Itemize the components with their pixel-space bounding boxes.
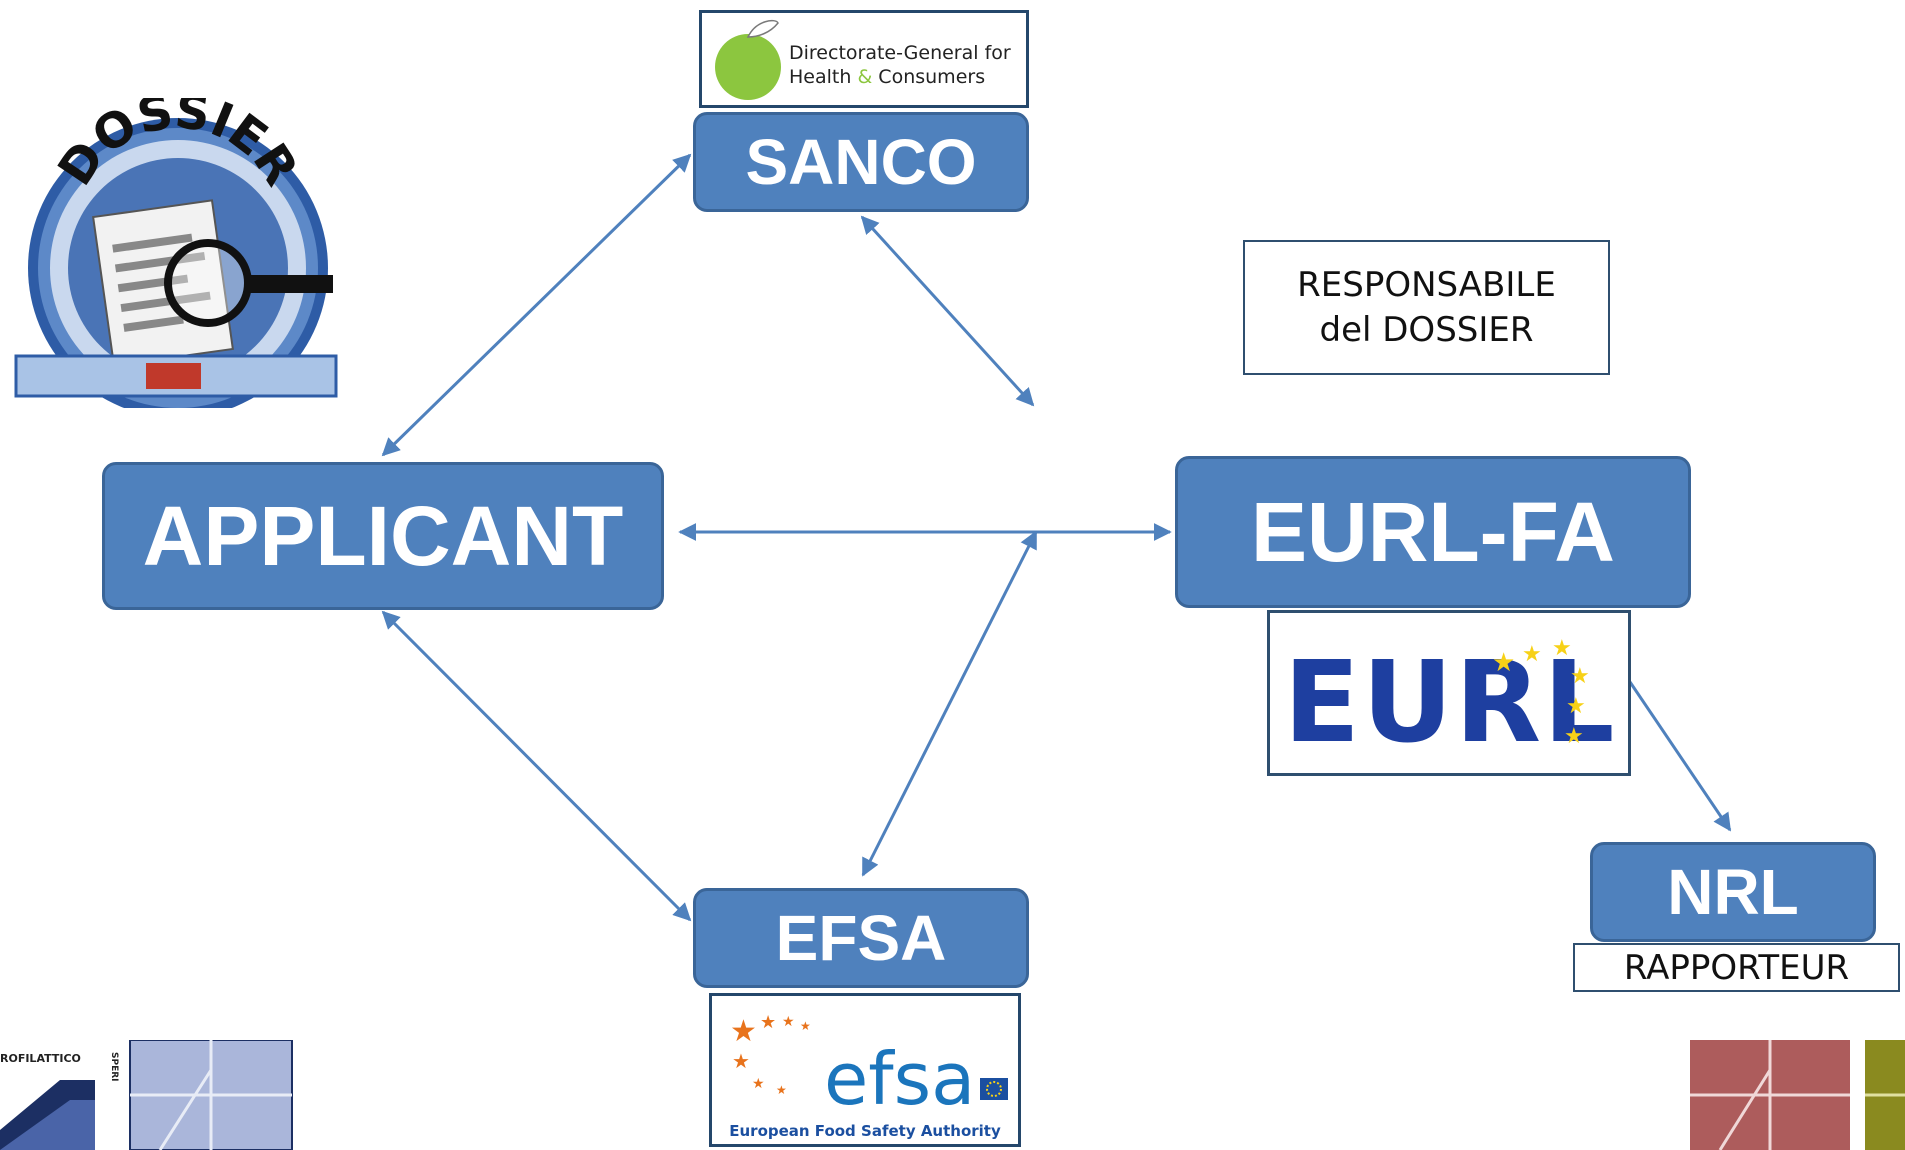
arrow-eurl-nrl	[1628, 681, 1732, 832]
svg-text:★: ★	[730, 1015, 757, 1048]
svg-text:★: ★	[776, 1083, 787, 1097]
node-eurl-fa-label: EURL-FA	[1251, 484, 1615, 579]
efsa-wordmark: efsa	[824, 1037, 975, 1121]
node-efsa-label: EFSA	[775, 902, 947, 974]
efsa-stars-icon: ★ ★ ★ ★ ★ ★ ★	[730, 1012, 811, 1097]
node-applicant: APPLICANT	[102, 462, 664, 610]
arrow-applicant-efsa	[381, 610, 692, 922]
svg-text:★: ★	[1522, 641, 1542, 666]
magnifier-icon	[164, 239, 333, 327]
efsa-logo: ★ ★ ★ ★ ★ ★ ★ efsa European Food Safety …	[709, 993, 1021, 1147]
svg-text:★: ★	[1492, 647, 1515, 677]
svg-text:★: ★	[1566, 693, 1586, 718]
eurl-logo: EURL ★ ★ ★ ★ ★ ★	[1267, 610, 1631, 776]
node-eurl-fa: EURL-FA	[1175, 456, 1691, 608]
apple-icon	[715, 19, 781, 100]
svg-text:★: ★	[1552, 635, 1572, 660]
izs-vertical-text: SPERI	[109, 1052, 119, 1082]
dg-line2-b: Consumers	[872, 66, 986, 88]
efsa-caption: European Food Safety Authority	[729, 1122, 1001, 1140]
dossier-badge: DOSSIER	[14, 98, 338, 408]
arrow-center-efsa	[861, 530, 1038, 877]
svg-text:★: ★	[1570, 663, 1590, 688]
node-sanco-label: SANCO	[745, 126, 977, 198]
node-applicant-label: APPLICANT	[142, 488, 624, 583]
eurl-wordmark: EURL	[1283, 638, 1616, 768]
izs-text: ROFILATTICO	[0, 1052, 81, 1065]
dg-health-consumers-logo: Directorate-General for Health & Consume…	[699, 10, 1029, 108]
corner-logo-right	[1690, 1040, 1905, 1150]
node-nrl: NRL	[1590, 842, 1876, 942]
node-sanco: SANCO	[693, 112, 1029, 212]
svg-text:★: ★	[782, 1013, 795, 1029]
dg-line2-amp: &	[857, 66, 873, 88]
node-efsa: EFSA	[693, 888, 1029, 988]
responsabile-line2: del DOSSIER	[1319, 309, 1534, 350]
dg-line1: Directorate-General for	[789, 42, 1011, 64]
arrow-sanco-center	[860, 215, 1035, 407]
arrow-applicant-sanco	[381, 153, 692, 457]
izs-logo-left: ROFILATTICO SPERI	[0, 1040, 293, 1150]
rapporteur-label: RAPPORTEUR	[1573, 943, 1900, 992]
eurl-stars-icon: ★ ★ ★ ★ ★ ★	[1492, 635, 1590, 748]
responsabile-line1: RESPONSABILE	[1297, 265, 1556, 306]
dg-line2-a: Health	[789, 66, 858, 88]
svg-text:★: ★	[760, 1012, 776, 1032]
eu-flag-icon	[980, 1078, 1008, 1100]
responsabile-label: RESPONSABILE del DOSSIER	[1243, 240, 1610, 375]
svg-text:★: ★	[752, 1075, 765, 1091]
svg-text:★: ★	[800, 1019, 811, 1033]
rapporteur-text: RAPPORTEUR	[1623, 947, 1850, 988]
svg-text:★: ★	[1564, 723, 1584, 748]
svg-text:★: ★	[732, 1051, 750, 1073]
node-nrl-label: NRL	[1667, 856, 1799, 928]
